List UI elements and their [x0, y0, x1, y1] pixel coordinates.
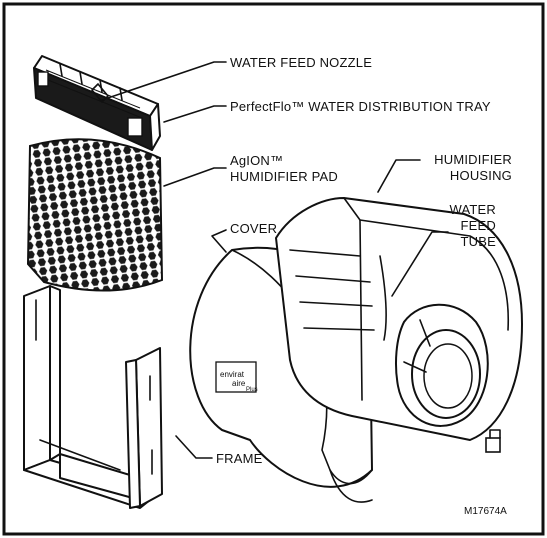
humidifier-pad: [26, 138, 164, 292]
leader-cover: [211, 229, 227, 253]
humidifier-housing: [275, 197, 523, 453]
label-tube-line-1: WATER: [450, 202, 497, 217]
brand-badge: [215, 361, 257, 393]
leader-water-feed-nozzle: [101, 61, 227, 101]
label-water-feed-nozzle: WATER FEED NOZZLE: [230, 55, 372, 70]
label-frame: FRAME: [216, 451, 263, 466]
label-distribution-tray: PerfectFlo™ WATER DISTRIBUTION TRAY: [230, 99, 491, 114]
leader-water-feed-tube: [391, 231, 449, 297]
leader-humidifier-pad: [163, 167, 227, 187]
frame: [23, 285, 163, 509]
label-tube-line-3: TUBE: [461, 234, 497, 249]
label-pad-line-2: HUMIDIFIER PAD: [230, 169, 338, 184]
brand-line-2: aire: [232, 379, 246, 388]
leader-frame: [175, 435, 213, 459]
label-cover: COVER: [230, 221, 277, 236]
figure-code: M17674A: [464, 506, 507, 517]
leader-lines: [101, 61, 449, 459]
leader-distribution-tray: [163, 105, 227, 123]
labels: WATER FEED NOZZLE PerfectFlo™ WATER DIST…: [216, 55, 512, 517]
leader-humidifier-housing: [377, 159, 421, 193]
label-pad-line-1: AgION™: [230, 153, 283, 168]
brand-line-3: Plus: [246, 387, 258, 393]
label-housing-line-2: HOUSING: [450, 168, 512, 183]
label-tube-line-2: FEED: [461, 218, 496, 233]
brand-line-1: envirat: [220, 370, 245, 379]
label-housing-line-1: HUMIDIFIER: [434, 152, 512, 167]
water-distribution-tray: [33, 55, 161, 151]
